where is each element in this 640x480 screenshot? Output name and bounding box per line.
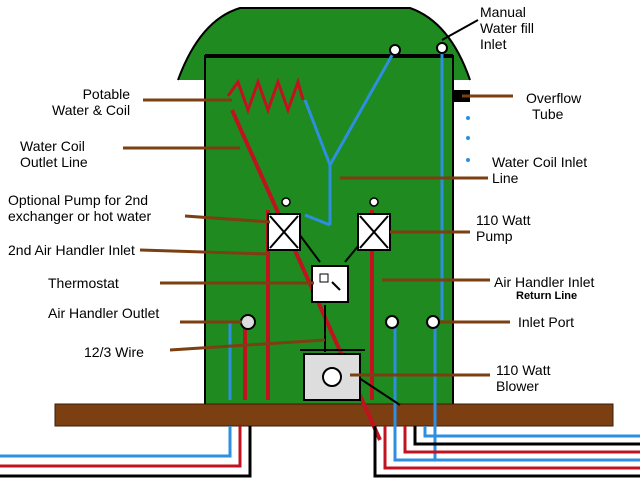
label-second-air-handler-inlet: 2nd Air Handler Inlet [8, 242, 135, 258]
pump-port-left [281, 197, 291, 207]
manual-fill-leader [441, 19, 479, 41]
blower-icon [303, 353, 361, 401]
label-manual-water-fill: Manual Water fill Inlet [480, 4, 534, 52]
label-thermostat: Thermostat [48, 275, 119, 291]
inlet-port [426, 315, 440, 329]
ground-slab [54, 403, 614, 427]
thermostat-icon [311, 265, 349, 303]
underground-pipes [0, 426, 640, 478]
optional-pump-x-box-icon [267, 213, 301, 251]
label-air-handler-outlet: Air Handler Outlet [48, 305, 160, 321]
top-inlet-port [436, 42, 448, 54]
overflow-drips [466, 116, 470, 162]
label-overflow-tube: Overflow Tube [526, 90, 582, 122]
leader-lines [123, 94, 513, 377]
label-water-coil-outlet: Water Coil Outlet Line [20, 138, 88, 170]
label-pump-110: 110 Watt Pump [476, 212, 531, 244]
label-wire-12-3: 12/3 Wire [84, 344, 144, 360]
return-line-port [385, 315, 399, 329]
label-return-line: Return Line [516, 290, 578, 302]
pump-port-right [369, 197, 379, 207]
label-potable-water-coil: Potable Water & Coil [52, 86, 131, 118]
label-blower-110: 110 Watt Blower [496, 362, 551, 394]
label-air-handler-inlet: Air Handler Inlet [494, 274, 595, 290]
air-handler-outlet-port [240, 314, 256, 330]
manual-fill-inlet-port [389, 44, 401, 56]
label-inlet-port: Inlet Port [518, 314, 575, 330]
zigzag-coil-icon [226, 77, 305, 115]
pump-110-x-box-icon [357, 213, 391, 251]
label-optional-pump: Optional Pump for 2nd exchanger or hot w… [8, 192, 152, 224]
overflow-tube [452, 90, 470, 102]
label-water-coil-inlet: Water Coil Inlet Line [492, 154, 588, 186]
